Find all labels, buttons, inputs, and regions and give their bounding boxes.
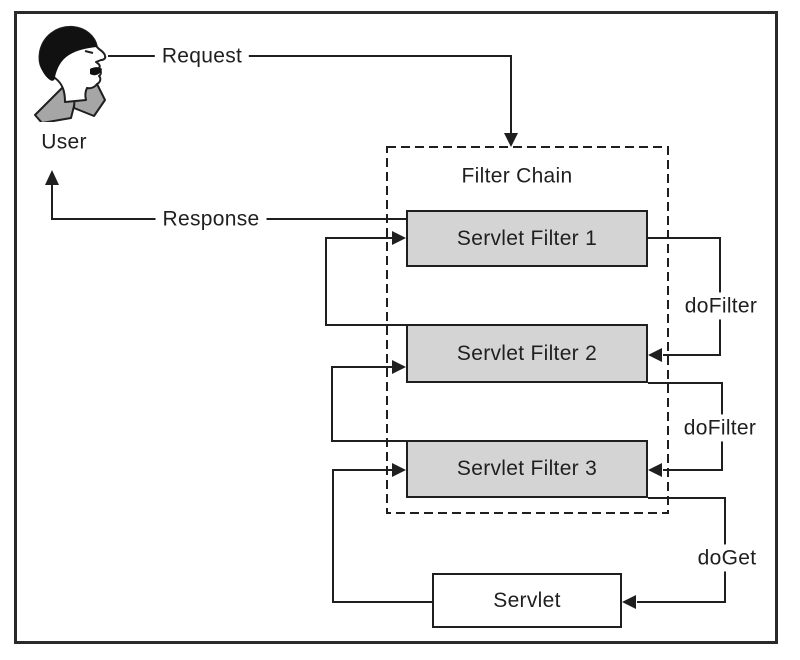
response-arrowhead-icon (45, 170, 59, 185)
node-servlet-filter-1: Servlet Filter 1 (406, 210, 648, 267)
user-eye (84, 50, 94, 54)
doget-arrowhead-servlet-icon (622, 595, 636, 609)
user-label: User (41, 130, 87, 154)
response-line (51, 185, 406, 220)
filter-chain-dashed-box (386, 146, 669, 514)
user-hair (39, 26, 97, 81)
return-arrowhead-filter1-icon (392, 231, 406, 245)
node-servlet-filter-1-label: Servlet Filter 1 (456, 226, 598, 250)
return-line-servlet-to-filter3 (332, 469, 432, 603)
dofilter-arrowhead-filter2-icon (648, 348, 662, 362)
return-arrowhead-filter2-icon (392, 360, 406, 374)
request-arrowhead-icon (504, 133, 518, 147)
dofilter-label-1: doFilter (677, 292, 765, 320)
user-person-icon (34, 25, 107, 122)
return-line-filter3-to-filter2 (331, 366, 406, 442)
dofilter-label-2: doFilter (676, 414, 764, 442)
response-label: Response (155, 205, 267, 233)
diagram-outer-border (14, 11, 778, 644)
doget-label: doGet (690, 544, 764, 572)
user-mouth (90, 67, 102, 76)
node-servlet: Servlet (432, 573, 622, 628)
return-line-filter2-to-filter1 (325, 237, 406, 326)
filter-chain-title: Filter Chain (461, 164, 573, 188)
return-arrowhead-filter3-icon (392, 463, 406, 477)
node-servlet-filter-2-label: Servlet Filter 2 (456, 341, 598, 365)
request-label: Request (154, 42, 250, 70)
node-servlet-label: Servlet (493, 588, 561, 612)
node-servlet-filter-2: Servlet Filter 2 (406, 324, 648, 383)
dofilter-arrowhead-filter3-icon (648, 463, 662, 477)
node-servlet-filter-3: Servlet Filter 3 (406, 440, 648, 498)
node-servlet-filter-3-label: Servlet Filter 3 (456, 457, 598, 480)
